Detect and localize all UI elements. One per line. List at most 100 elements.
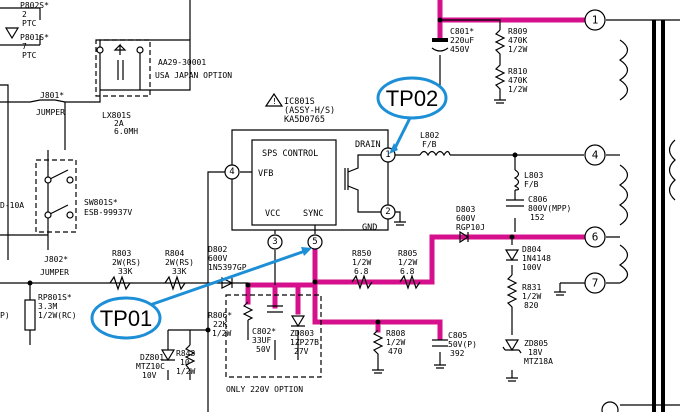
- ic-vfb-label: VFB: [258, 169, 273, 179]
- label-d804: D804: [522, 245, 541, 254]
- tp01-bubble: [90, 296, 162, 340]
- svg-text:470K: 470K: [508, 36, 527, 45]
- label-lx801s: LX801S: [102, 111, 131, 120]
- r805-symbol: [399, 274, 421, 290]
- svg-text:50V(P): 50V(P): [448, 340, 477, 349]
- r850-symbol: [351, 274, 373, 290]
- connector-1: [584, 9, 606, 31]
- svg-text:MTZ10C: MTZ10C: [136, 362, 165, 371]
- svg-text:33UF: 33UF: [252, 336, 271, 345]
- label-j801: J801*: [40, 91, 64, 100]
- label-dz801: DZ801: [140, 353, 164, 362]
- label-r850: R850: [352, 249, 371, 258]
- label-d10a: D-10A: [0, 201, 24, 210]
- ic-part-label: KA5D0765: [284, 115, 325, 125]
- svg-text:1/2W: 1/2W: [212, 329, 231, 338]
- tp01-callout: TP01: [90, 247, 312, 340]
- svg-text:1/2W: 1/2W: [522, 292, 541, 301]
- l802-symbol: [419, 150, 451, 157]
- svg-text:10: 10: [180, 358, 190, 367]
- label-l803: L803: [524, 171, 543, 180]
- r843-symbol: [184, 344, 196, 371]
- components: [4, 27, 566, 382]
- svg-text:F/B: F/B: [422, 140, 437, 149]
- svg-text:450V: 450V: [450, 45, 469, 54]
- tp02-leader: [392, 117, 412, 151]
- svg-text:PTC: PTC: [22, 19, 37, 28]
- svg-text:3.3M: 3.3M: [38, 302, 57, 311]
- svg-text:F/B: F/B: [524, 180, 539, 189]
- d803-symbol: [459, 230, 470, 244]
- d804-symbol: [504, 249, 520, 262]
- svg-text:1/2W: 1/2W: [352, 258, 371, 267]
- ic-pin-4: [224, 164, 240, 180]
- label-r808: R808: [386, 329, 405, 338]
- connector-6: [584, 226, 606, 248]
- svg-text:RGP10J: RGP10J: [456, 223, 485, 232]
- label-c801: C801*: [450, 27, 474, 36]
- d802-symbol: [221, 277, 234, 289]
- warning-triangle-icon: [264, 92, 284, 107]
- junction-dots: [27, 17, 518, 333]
- ic-pins: 1 2 3 4 5: [224, 147, 396, 250]
- label-d802: D802: [208, 245, 227, 254]
- svg-text:600V: 600V: [208, 254, 227, 263]
- trace-r850-r805: [312, 234, 435, 285]
- label-p801s: P801S*: [20, 33, 49, 42]
- connector-1-label: 1: [592, 14, 599, 27]
- usa-option-outline: [95, 39, 151, 97]
- svg-text:2A: 2A: [114, 119, 124, 128]
- label-d803: D803: [456, 205, 475, 214]
- svg-text:7: 7: [22, 42, 27, 51]
- svg-text:152: 152: [530, 213, 545, 222]
- svg-text:470K: 470K: [508, 76, 527, 85]
- r806-symbol: [242, 301, 254, 321]
- label-r805: R805: [398, 249, 417, 258]
- svg-text:22K: 22K: [213, 320, 228, 329]
- label-only-220v-option: ONLY 220V OPTION: [226, 385, 303, 394]
- ic-pin-1-label: 1: [385, 150, 390, 160]
- svg-text:33K: 33K: [118, 267, 133, 276]
- label-c805: C805: [448, 331, 467, 340]
- label-p802s: P802S*: [20, 1, 49, 10]
- ic-pin-4-label: 4: [229, 167, 234, 177]
- connector-4: [584, 144, 606, 166]
- svg-text:50V: 50V: [256, 345, 271, 354]
- trace-b-plus-top: [437, 0, 591, 23]
- label-rp801s: RP801S*: [38, 293, 72, 302]
- connector-7-label: 7: [592, 277, 599, 290]
- ic-pin-2-label: 2: [385, 207, 390, 217]
- svg-text:1/2W: 1/2W: [508, 45, 527, 54]
- ic801s-labels: ! IC801S (ASSY-H/S) KA5D0765 SPS CONTROL…: [258, 92, 381, 233]
- sw801s-outline: [35, 159, 77, 233]
- svg-text:6.0MH: 6.0MH: [114, 127, 138, 136]
- svg-text:1/2W: 1/2W: [398, 258, 417, 267]
- ic-gnd-label: GND: [362, 223, 377, 233]
- connector-4-label: 4: [592, 149, 599, 162]
- ic-pin-3-label: 3: [272, 237, 277, 247]
- ic-block-label: SPS CONTROL: [262, 149, 318, 159]
- svg-text:33K: 33K: [172, 267, 187, 276]
- label-sw801s: SW801S*: [84, 198, 118, 207]
- svg-text:ESB-99937V: ESB-99937V: [84, 208, 132, 217]
- svg-text:1/2W: 1/2W: [386, 338, 405, 347]
- label-c802: C802*: [252, 327, 276, 336]
- label-l802: L802: [420, 131, 439, 140]
- svg-text:P): P): [0, 311, 10, 320]
- label-usa-japan: USA JAPAN OPTION: [155, 71, 232, 80]
- svg-text:600V: 600V: [456, 214, 475, 223]
- label-r804: R804: [165, 249, 184, 258]
- svg-text:220uF: 220uF: [450, 36, 474, 45]
- svg-text:392: 392: [450, 349, 465, 358]
- label-r843: R843: [176, 349, 195, 358]
- transformer-core: [618, 20, 676, 412]
- label-zd805: ZD805: [524, 339, 548, 348]
- svg-text:6.8: 6.8: [354, 267, 369, 276]
- svg-text:800V(MPP): 800V(MPP): [528, 204, 571, 213]
- connector-7: [584, 272, 606, 294]
- page-corner: [601, 401, 680, 412]
- svg-text:MTZ18A: MTZ18A: [524, 357, 553, 366]
- ic-vcc-label: VCC: [265, 209, 280, 219]
- zd805-symbol: [502, 339, 522, 354]
